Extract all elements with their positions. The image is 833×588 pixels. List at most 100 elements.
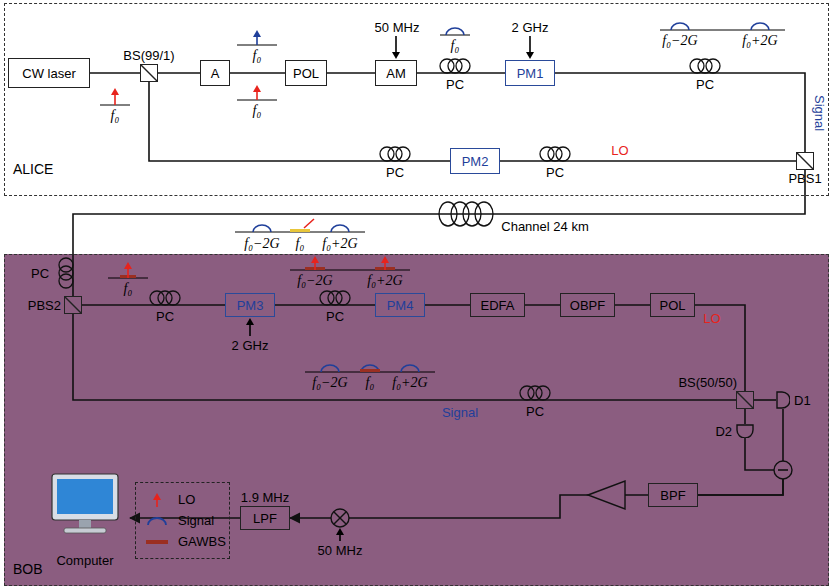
phase-modulator-box: PM1 <box>505 60 555 86</box>
component-box: OBPF <box>560 293 615 317</box>
gawbs-noise <box>290 229 310 232</box>
lo-line <box>114 94 116 105</box>
rf-drive-arrow-head <box>526 52 534 59</box>
lo-line-head <box>111 88 119 95</box>
rf-drive-arrow <box>249 324 251 336</box>
fiber-link <box>425 304 470 306</box>
mixer-cross <box>334 512 346 524</box>
component-label: EDFA <box>481 298 515 313</box>
annotation: 50 MHz <box>318 543 363 558</box>
lo-leak <box>304 219 314 228</box>
polarization-controller <box>548 147 562 161</box>
fiber-spool <box>475 202 493 226</box>
annotation: PC <box>31 266 49 281</box>
component-label: Computer <box>56 553 113 568</box>
polarization-controller <box>59 274 73 288</box>
detector-outline <box>736 424 754 438</box>
lo-line <box>314 262 316 270</box>
station-region: BOBPBS2PM3PM4EDFAOBPFPOLBS(50/50)D1D2BPF… <box>4 254 829 586</box>
frequency-label: f₀ <box>296 236 305 251</box>
frequency-label: f₀ <box>124 281 133 296</box>
polarization-controller <box>556 147 570 161</box>
beam-splitter: BS(50/50) <box>736 391 754 409</box>
legend-entry: GAWBS <box>142 531 223 552</box>
component-box: CW laser <box>8 58 90 88</box>
lo-line <box>384 262 386 270</box>
polarization-controller <box>528 386 542 400</box>
rf-drive-arrow <box>395 36 397 53</box>
component-label: D2 <box>715 424 732 439</box>
beam-splitter: PBS1 <box>796 152 814 170</box>
splitter-diagonal <box>65 297 81 313</box>
signal-sideband <box>446 28 464 35</box>
spectrum-axis <box>440 35 470 36</box>
component-box: POL <box>285 60 327 86</box>
station-name: BOB <box>13 562 43 577</box>
frequency-label: f₀−2G <box>662 33 697 48</box>
annotation: PC <box>546 165 564 180</box>
polarization-controller <box>388 147 402 161</box>
component-label: PM3 <box>237 298 264 313</box>
fiber-link <box>73 170 805 296</box>
polarization-controller <box>150 291 164 305</box>
monitor-stand <box>79 520 91 528</box>
link-label: Signal <box>812 95 827 131</box>
component-box: EDFA <box>470 293 525 317</box>
annotation: 1.9 MHz <box>241 490 289 505</box>
component-label: LPF <box>253 511 277 526</box>
legend-text: Signal <box>178 513 214 528</box>
beam-splitter: BS(99/1) <box>140 64 158 82</box>
frequency-label: f₀−2G <box>312 375 347 390</box>
lo-line-head <box>124 262 132 269</box>
component-label: A <box>211 66 220 81</box>
spectrum-axis <box>660 30 785 31</box>
legend-color <box>146 540 168 544</box>
legend-entry: LO <box>142 489 223 510</box>
component-label: D1 <box>794 393 811 408</box>
annotation: PC <box>386 165 404 180</box>
signal-sideband <box>361 365 379 372</box>
frequency-label: f₀ <box>253 103 262 118</box>
polarization-controller <box>536 386 550 400</box>
fiber-link <box>73 314 736 400</box>
fiber-link <box>615 304 650 306</box>
gawbs-noise <box>360 369 380 372</box>
signal-sideband <box>321 365 339 372</box>
annotation: 2 GHz <box>512 20 549 35</box>
component-label: PBS2 <box>28 298 61 313</box>
annotation: 2 GHz <box>232 338 269 353</box>
link-label: LO <box>611 143 628 158</box>
fiber-link <box>327 72 375 74</box>
amplifier <box>588 481 625 509</box>
monitor-screen <box>57 479 113 514</box>
subtractor <box>774 461 792 479</box>
photodetector: D2 <box>736 424 754 438</box>
component-box: AM <box>375 60 417 86</box>
phase-modulator-box: PM2 <box>450 148 500 174</box>
detector-outline <box>777 392 790 408</box>
frequency-label: f₀ <box>451 38 460 53</box>
polarization-controller <box>520 386 534 400</box>
component-label: POL <box>659 298 685 313</box>
polarization-controller <box>380 147 394 161</box>
fiber-link <box>230 72 285 74</box>
fiber-link <box>555 73 805 152</box>
signal-sideband <box>671 23 689 30</box>
splitter-diagonal <box>737 392 753 408</box>
splitter-diagonal <box>797 153 813 169</box>
polarization-controller <box>456 59 470 73</box>
component-label: AM <box>386 66 406 81</box>
mixer-cross <box>334 512 346 524</box>
legend-swatch <box>142 492 172 508</box>
annotation: 50 MHz <box>375 20 420 35</box>
component-box: BPF <box>648 483 698 507</box>
component-label: POL <box>293 66 319 81</box>
polarization-controller <box>59 258 73 272</box>
frequency-label: f₀ <box>253 48 262 63</box>
monitor <box>52 474 118 520</box>
polarization-controller <box>448 59 462 73</box>
frequency-label: f₀ <box>111 108 120 123</box>
component-box: POL <box>650 293 695 317</box>
legend-entry: Signal <box>142 510 223 531</box>
polarization-controller <box>440 59 454 73</box>
